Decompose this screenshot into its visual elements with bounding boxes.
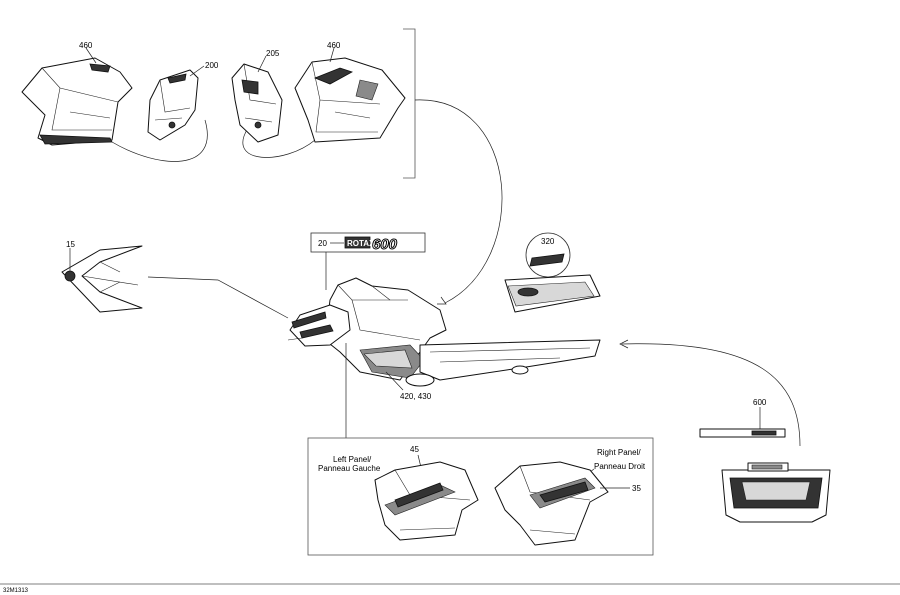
leader-460-right bbox=[329, 47, 335, 63]
leader-200 bbox=[189, 65, 205, 77]
callout-200: 200 bbox=[205, 61, 219, 70]
rotax-word: ROTAX bbox=[347, 239, 375, 248]
arrowhead bbox=[437, 296, 447, 305]
arrowhead bbox=[619, 339, 629, 349]
callout-420-430: 420, 430 bbox=[400, 392, 432, 401]
rear-bumper bbox=[721, 462, 831, 523]
snowmobile-body bbox=[287, 277, 601, 387]
callout-320: 320 bbox=[541, 237, 555, 246]
side-panel-right-inner bbox=[231, 63, 283, 143]
left-panel-label-1: Left Panel/ bbox=[333, 455, 372, 464]
left-panel-label-2: Panneau Gauche bbox=[318, 464, 381, 473]
side-panel-left-outer bbox=[21, 57, 133, 146]
right-side-panel bbox=[494, 461, 609, 546]
callout-45: 45 bbox=[410, 445, 419, 454]
side-panel-left-inner bbox=[147, 69, 199, 141]
callout-460-left: 460 bbox=[79, 41, 93, 50]
bumper-leader bbox=[621, 343, 801, 447]
bumper-decal-fill bbox=[751, 464, 783, 470]
top-group-bracket bbox=[403, 28, 416, 179]
callout-205: 205 bbox=[266, 49, 280, 58]
right-panel-label-1: Right Panel/ bbox=[597, 448, 641, 457]
leader-205 bbox=[257, 55, 267, 73]
left-side-panel bbox=[374, 461, 479, 541]
right-panel-label-2: Panneau Droit bbox=[594, 462, 646, 471]
decal-320-logo bbox=[529, 253, 565, 267]
decal-600-logo bbox=[751, 430, 777, 436]
leader-420-430 bbox=[385, 371, 404, 391]
side-panel-link-right bbox=[242, 127, 316, 158]
rotax-decal: ROTAX 600 bbox=[344, 236, 398, 254]
nose-leader bbox=[147, 276, 289, 319]
decal-600-strip bbox=[699, 428, 786, 438]
side-panel-box bbox=[307, 437, 654, 556]
callout-15: 15 bbox=[66, 240, 75, 249]
diagram-code: 32M1313 bbox=[3, 588, 29, 594]
callout-460-right: 460 bbox=[327, 41, 341, 50]
callout-20: 20 bbox=[318, 239, 327, 248]
callout-35: 35 bbox=[632, 484, 641, 493]
rotax-number: 600 bbox=[372, 236, 398, 253]
nose-cone bbox=[61, 245, 143, 313]
decal-320-panel bbox=[504, 274, 601, 313]
leader-460-left bbox=[85, 47, 97, 64]
side-panel-right-outer bbox=[294, 57, 406, 143]
side-panel-link-left bbox=[111, 119, 208, 162]
top-group-leader bbox=[414, 99, 503, 304]
callout-600: 600 bbox=[753, 398, 767, 407]
